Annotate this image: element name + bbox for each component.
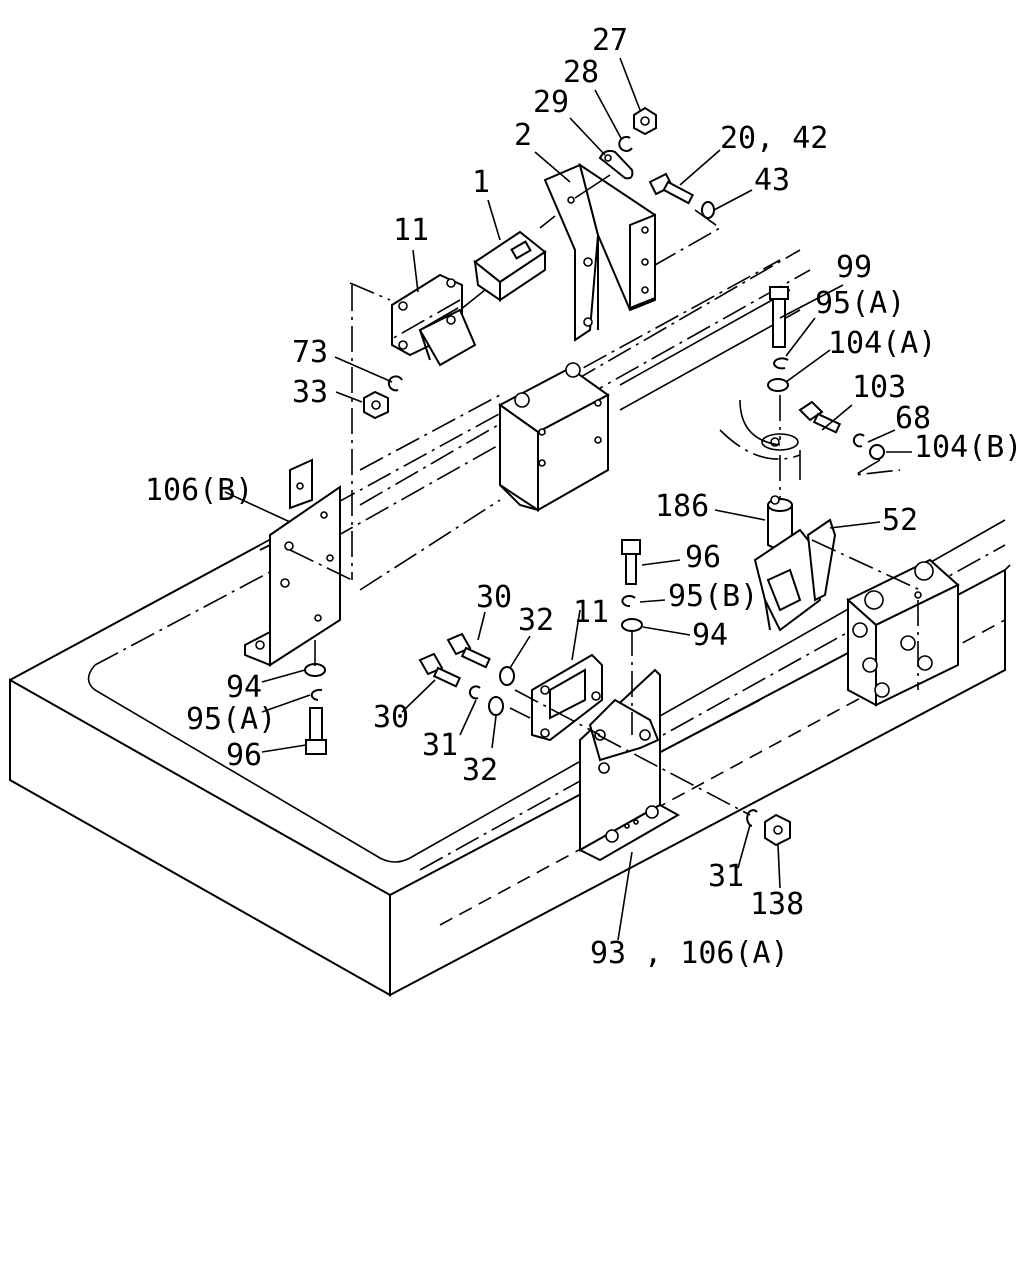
- callout-95a-top: 95(A): [815, 286, 905, 321]
- callout-138: 138: [750, 887, 804, 922]
- callout-103: 103: [852, 370, 906, 405]
- callout-94-left: 94: [226, 670, 262, 705]
- callout-30-left: 30: [373, 700, 409, 735]
- callout-73: 73: [292, 335, 328, 370]
- callout-32-bottom: 32: [462, 753, 498, 788]
- bracket-part-93-106a: [577, 668, 681, 862]
- callout-32-top: 32: [518, 603, 554, 638]
- bracket-part-11-mid: [531, 653, 603, 742]
- callout-93-106a: 93 , 106(A): [590, 936, 789, 971]
- callout-11-mid: 11: [573, 595, 609, 630]
- callout-31-right: 31: [708, 859, 744, 894]
- callout-95a-left: 95(A): [186, 702, 276, 737]
- callout-33: 33: [292, 375, 328, 410]
- callout-104a: 104(A): [828, 326, 936, 361]
- callout-96-mid: 96: [685, 540, 721, 575]
- callout-11-top: 11: [393, 213, 429, 248]
- callout-99: 99: [836, 250, 872, 285]
- callout-106b: 106(B): [145, 473, 253, 508]
- bracket-part-106b: [244, 458, 341, 667]
- callout-96-left: 96: [226, 738, 262, 773]
- callout-27: 27: [592, 23, 628, 58]
- callout-43: 43: [754, 163, 790, 198]
- callout-104b: 104(B): [914, 430, 1022, 465]
- bracket-part-11-top: [391, 273, 477, 367]
- callout-30-top: 30: [476, 580, 512, 615]
- callout-labels: 27 28 29 2 20, 42 43 1 11 99 95(A) 104(A…: [145, 23, 1022, 971]
- callout-1: 1: [472, 165, 490, 200]
- callout-52: 52: [882, 503, 918, 538]
- callout-31-left: 31: [422, 728, 458, 763]
- callout-94-mid: 94: [692, 618, 728, 653]
- callout-20-42: 20, 42: [720, 121, 828, 156]
- damper-part-186: [719, 399, 801, 550]
- callout-186: 186: [655, 489, 709, 524]
- cross-member-block: [498, 362, 610, 512]
- right-mount-block: [846, 558, 960, 707]
- callout-28: 28: [563, 55, 599, 90]
- callout-68: 68: [895, 401, 931, 436]
- rubber-mount-part-1: [459, 230, 547, 311]
- leader-lines: [224, 57, 912, 941]
- bracket-part-52: [753, 518, 837, 632]
- assembly-lines: [289, 209, 921, 816]
- callout-95b: 95(B): [668, 579, 758, 614]
- callout-2: 2: [514, 118, 532, 153]
- callout-29: 29: [533, 85, 569, 120]
- bracket-part-2: [543, 162, 656, 342]
